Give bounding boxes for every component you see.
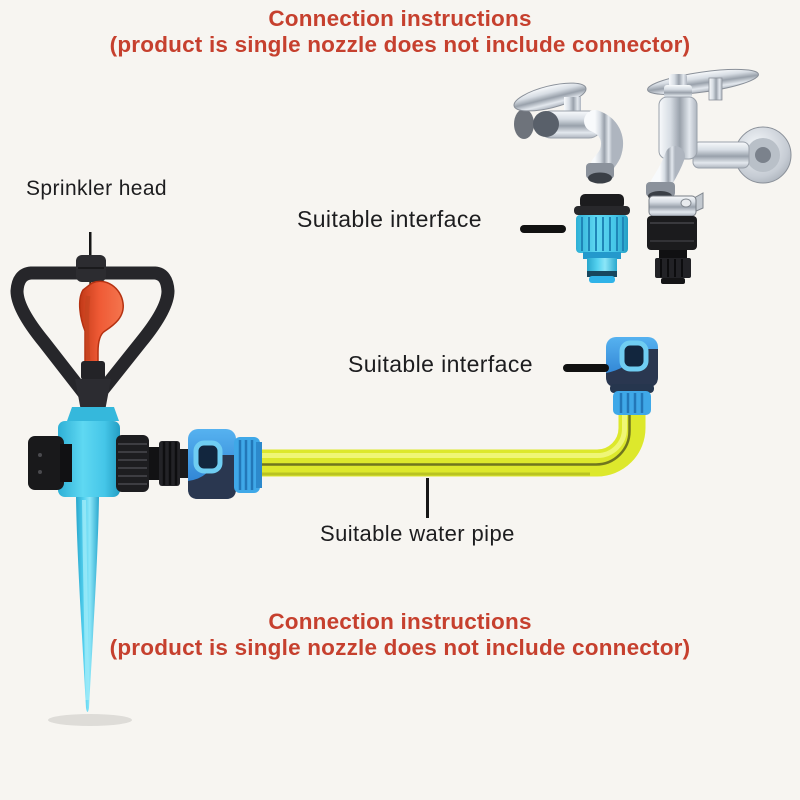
sprinkler-rotor <box>78 280 124 364</box>
page-title-bottom: Connection instructions <box>268 609 532 634</box>
pointer-line-sprinkler-head <box>89 232 92 258</box>
faucet-right-illustration <box>646 68 792 201</box>
page-subtitle-top: (product is single nozzle does not inclu… <box>109 32 691 57</box>
sprinkler-illustration <box>10 232 189 712</box>
label-sprinkler-head: Sprinkler head <box>26 177 168 200</box>
water-pipe-illustration <box>258 404 646 477</box>
quick-connector-left-illustration <box>188 429 262 499</box>
label-suitable-interface-mid: Suitable interface <box>348 351 533 377</box>
tap-connector-blue-illustration <box>574 194 630 283</box>
pointer-dash-interface-top <box>520 225 566 233</box>
footer-instructions: Connection instructions (product is sing… <box>0 609 800 661</box>
quick-connector-right-illustration <box>606 337 658 415</box>
label-suitable-water-pipe: Suitable water pipe <box>320 521 515 546</box>
pointer-line-water-pipe <box>426 478 429 518</box>
page-subtitle-bottom: (product is single nozzle does not inclu… <box>109 635 691 660</box>
label-suitable-interface-top: Suitable interface <box>297 206 482 232</box>
page-title-top: Connection instructions <box>268 6 532 31</box>
ground-shadow <box>48 714 132 726</box>
header-instructions: Connection instructions (product is sing… <box>0 6 800 58</box>
tap-connector-black-illustration <box>647 192 704 284</box>
pointer-dash-interface-mid <box>563 364 609 372</box>
faucet-left-illustration <box>513 82 623 184</box>
